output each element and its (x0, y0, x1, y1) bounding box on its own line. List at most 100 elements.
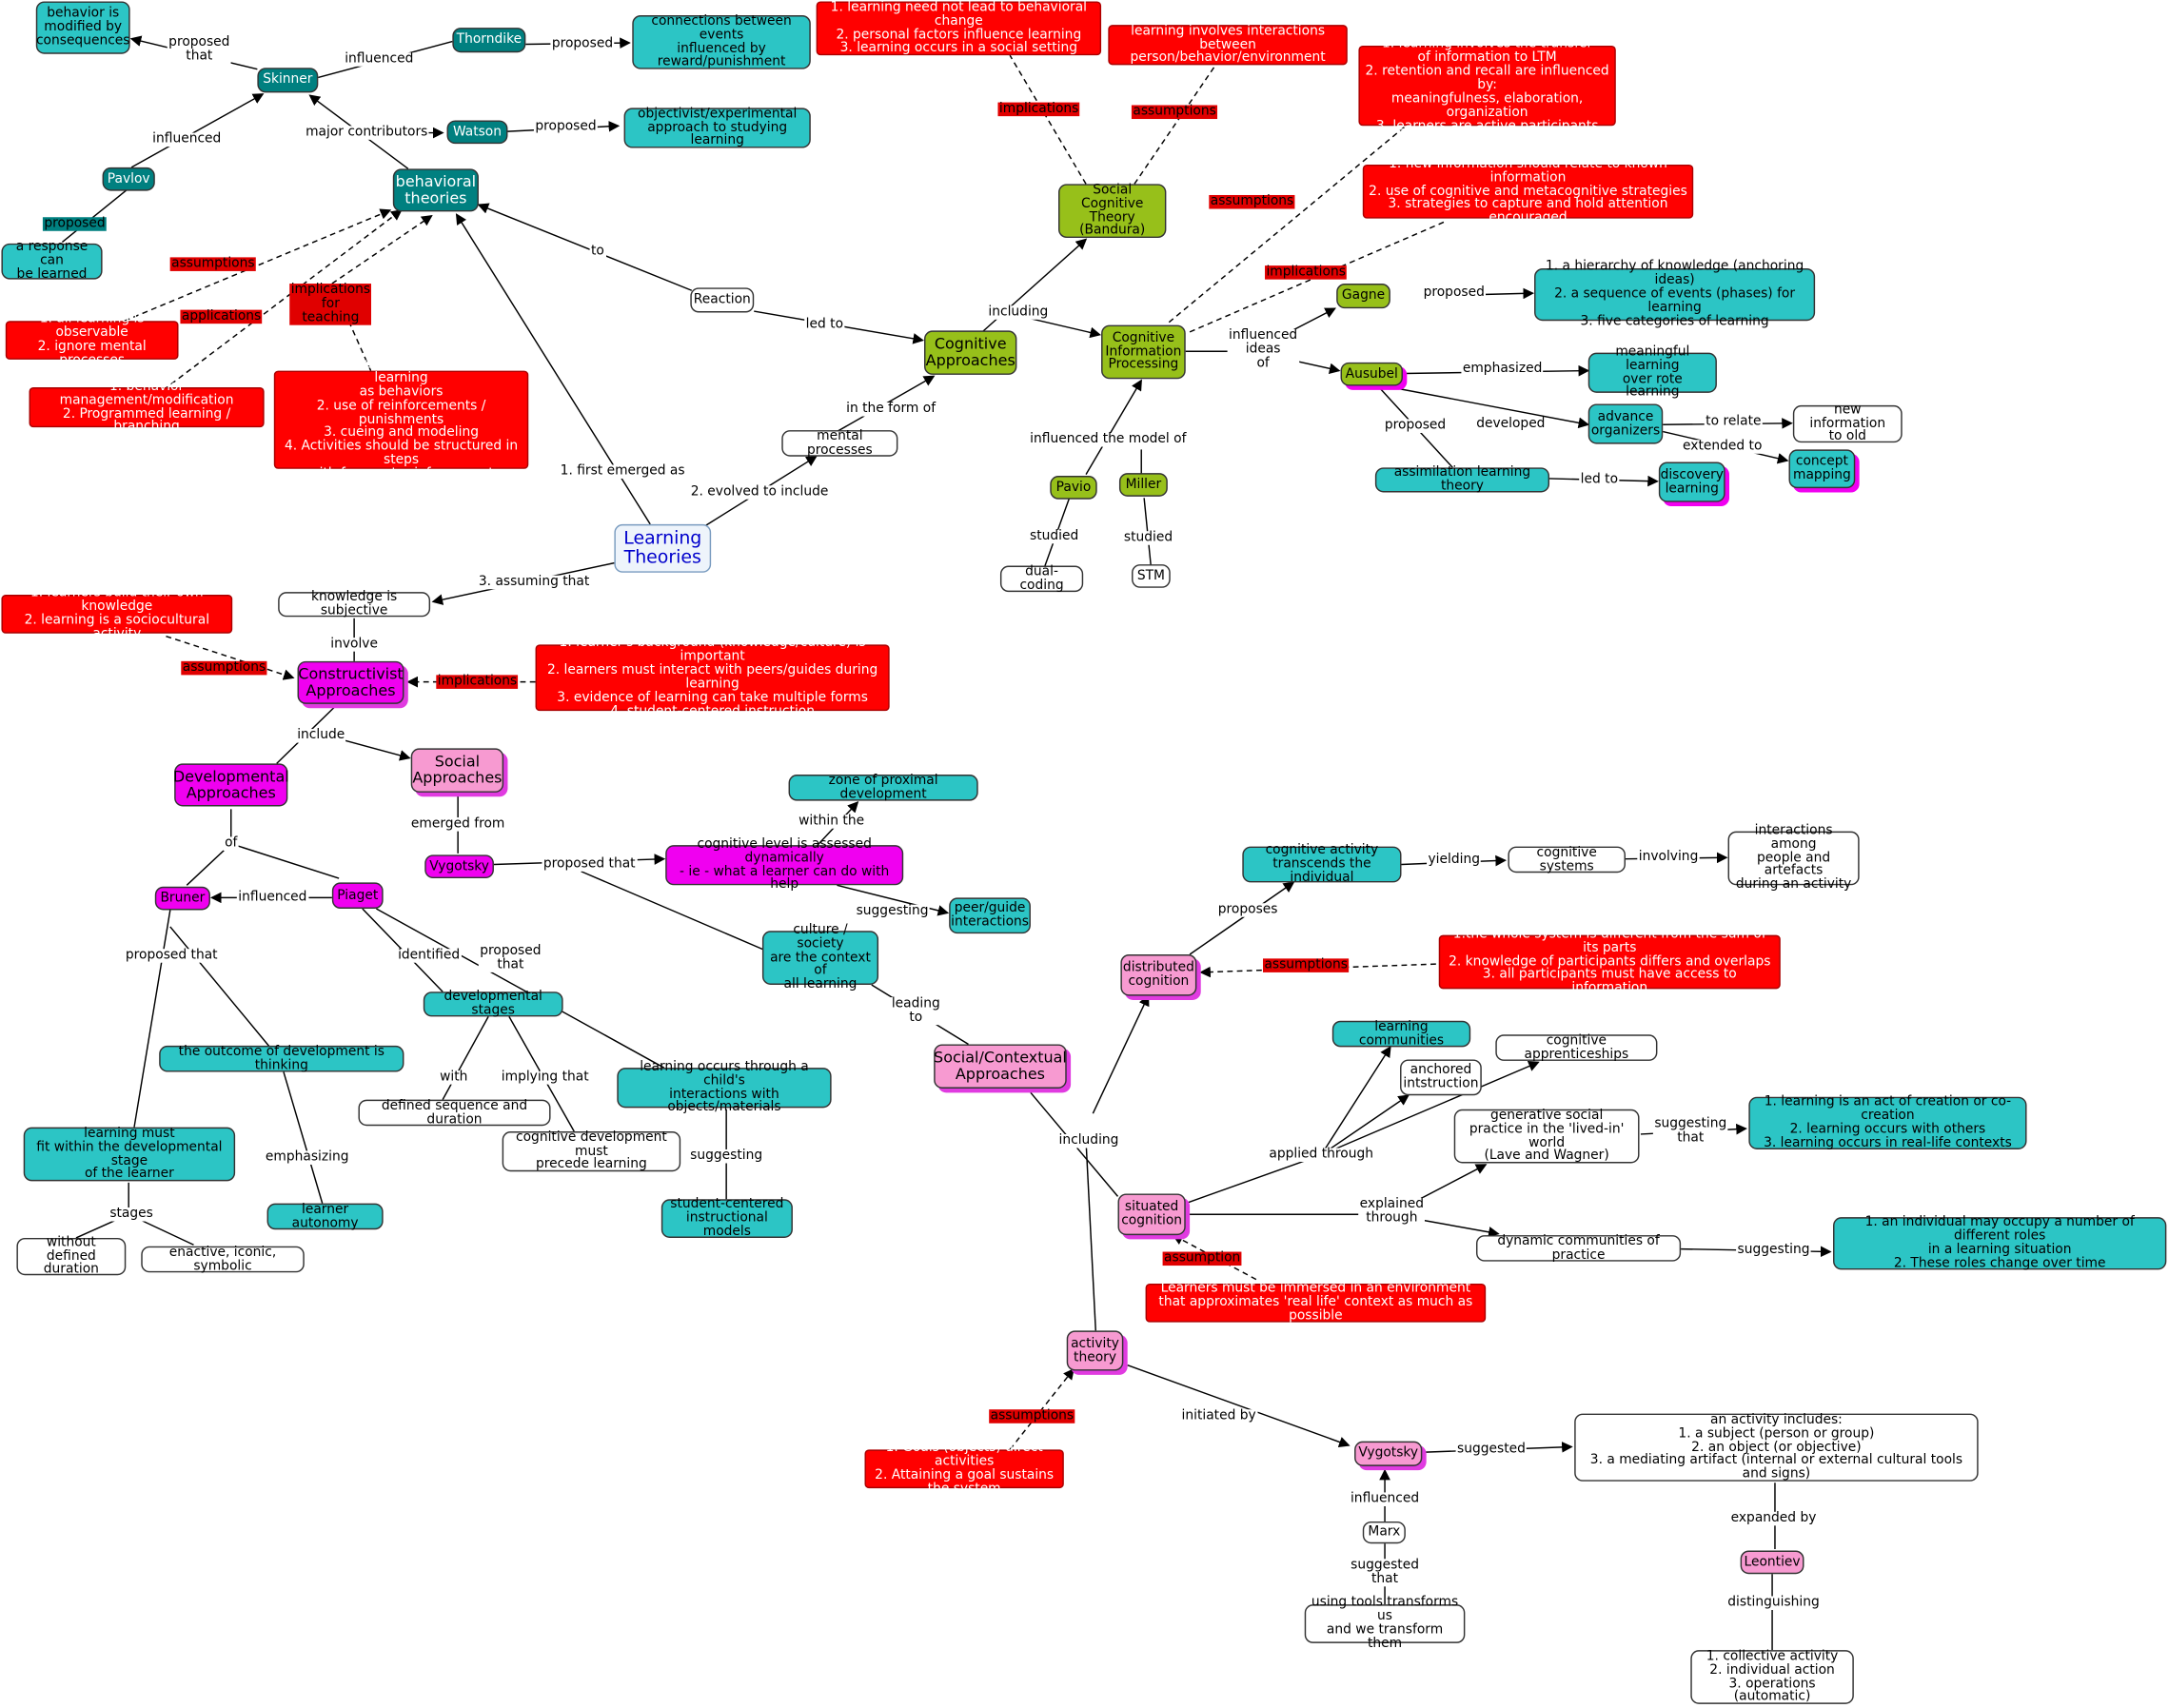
label-developed: developed (1474, 416, 1547, 432)
node-thorndike[interactable]: Thorndike (452, 28, 526, 53)
node-ausubel[interactable]: Ausubel (1340, 362, 1403, 386)
label-assumptions-cip: assumptions (1209, 193, 1295, 209)
label-evolved-to-include: 2. evolved to include (689, 483, 830, 500)
node-at-assumptions[interactable]: 1. Goals (objects) direct activities 2. … (864, 1441, 1064, 1496)
node-anchored-instruction[interactable]: anchored intstruction (1400, 1059, 1482, 1096)
node-advance-organizers[interactable]: advance organizers (1587, 403, 1664, 444)
node-dynamic-communities[interactable]: dynamic communities of practice (1475, 1234, 1682, 1262)
node-developmental[interactable]: Developmental Approaches (173, 763, 289, 807)
node-bruner[interactable]: Bruner (154, 886, 210, 911)
label-implying-that: implying that (500, 1069, 591, 1085)
node-activity-includes[interactable]: an activity includes: 1. a subject (pers… (1574, 1412, 1979, 1482)
label-with: with (438, 1069, 469, 1085)
node-skinner[interactable]: Skinner (257, 68, 319, 93)
node-con-implications[interactable]: 1. learner's background (knowledge/cultu… (535, 636, 890, 718)
node-cognitive-approaches[interactable]: Cognitive Approaches (924, 330, 1017, 375)
node-learning-theories[interactable]: Learning Theories (614, 523, 712, 573)
node-sc-assumption[interactable]: Learners must be immersed in an environm… (1145, 1282, 1487, 1323)
node-dual-coding[interactable]: dual-coding (999, 564, 1084, 593)
node-cip-implications[interactable]: 1. new information should relate to know… (1362, 156, 1694, 226)
node-vygotsky-2[interactable]: Vygotsky (1354, 1441, 1423, 1466)
node-constructivist[interactable]: Constructivist Approaches (297, 660, 404, 704)
node-piaget[interactable]: Piaget (331, 882, 384, 910)
node-social-contextual[interactable]: Social/Contextual Approaches (934, 1044, 1067, 1089)
node-knowledge-subjective[interactable]: knowledge is subjective (278, 590, 431, 618)
node-behavioral-theories[interactable]: behavioral theories (392, 168, 479, 212)
node-activity-theory[interactable]: activity theory (1066, 1330, 1124, 1371)
node-gagne-proposed[interactable]: 1. a hierarchy of knowledge (anchoring i… (1534, 260, 1816, 328)
node-outcome-thinking[interactable]: the outcome of development is thinking (159, 1045, 404, 1072)
node-mental-processes[interactable]: mental processes (781, 429, 898, 457)
node-watson[interactable]: Watson (446, 120, 508, 145)
label-assuming-that: 3. assuming that (477, 574, 591, 590)
node-learning-must-fit[interactable]: learning must fit within the development… (23, 1126, 236, 1182)
node-dc-assumptions[interactable]: 1.the whole system is different from the… (1438, 927, 1781, 996)
node-dc-transcends[interactable]: cognitive activity transcends the indivi… (1242, 843, 1402, 885)
node-generative-social[interactable]: generative social practice in the 'lived… (1453, 1108, 1640, 1164)
label-major-contributors: major contributors (304, 124, 429, 140)
label-suggesting-peer: suggesting (855, 903, 931, 919)
label-assumptions-con: assumptions (181, 659, 267, 676)
node-culture-society[interactable]: culture / society are the context of all… (761, 923, 879, 991)
node-response-learned[interactable]: a response can be learned (1, 240, 103, 282)
node-developmental-stages[interactable]: developmental stages (423, 990, 563, 1017)
node-collective-activity[interactable]: 1. collective activity 2. individual act… (1690, 1649, 1854, 1704)
node-student-centered-models[interactable]: student-centered instructional models (661, 1197, 793, 1239)
label-involve: involve (328, 636, 380, 652)
node-sct-assumptions[interactable]: learning involves interactions between p… (1108, 24, 1348, 66)
node-vygotsky-1[interactable]: Vygotsky (424, 854, 494, 879)
node-gagne[interactable]: Gagne (1336, 283, 1390, 309)
node-cip-assumptions[interactable]: 1. learning involves the transfer of inf… (1358, 37, 1616, 133)
label-proposed-watson: proposed (533, 119, 599, 135)
node-learning-child[interactable]: learning occurs through a child's intera… (617, 1060, 832, 1115)
label-proposed-that-piaget: proposed that (478, 943, 542, 972)
node-learner-autonomy[interactable]: learner autonomy (266, 1202, 384, 1230)
node-objectivist[interactable]: objectivist/experimental approach to stu… (623, 107, 811, 148)
node-cognitive-apprenticeships[interactable]: cognitive apprenticeships (1495, 1033, 1658, 1061)
label-proposed-that-vyg: proposed that (542, 855, 638, 872)
node-behav-implications[interactable]: 1. learners must demonstrate learning as… (273, 357, 529, 481)
node-assimilation[interactable]: assimilation learning theory (1374, 465, 1550, 493)
node-behavior-modified[interactable]: behavior is modified by consequences (35, 1, 130, 54)
node-defined-sequence[interactable]: defined sequence and duration (358, 1098, 551, 1127)
node-cognitive-systems[interactable]: cognitive systems (1508, 845, 1626, 874)
node-enactive[interactable]: enactive, iconic, symbolic (141, 1245, 305, 1273)
node-sct-implications[interactable]: 1. learning need not lead to behavioral … (816, 0, 1102, 56)
label-suggesting-roles: suggesting (1736, 1242, 1811, 1258)
node-behav-applications[interactable]: 1. behavior management/modification 2. P… (29, 379, 265, 434)
node-sc-suggesting[interactable]: 1. learning is an act of creation or co-… (1748, 1095, 2027, 1150)
node-pavlov[interactable]: Pavlov (102, 167, 155, 191)
node-social-cognitive[interactable]: Social Cognitive Theory (Bandura) (1058, 183, 1167, 239)
node-distributed-cognition[interactable]: distributed cognition (1120, 953, 1197, 996)
node-learning-communities[interactable]: learning communities (1331, 1019, 1471, 1048)
label-explained-through: explained through (1358, 1196, 1426, 1226)
node-concept-mapping[interactable]: concept mapping (1788, 449, 1856, 489)
label-assumptions-at: assumptions (989, 1407, 1075, 1423)
node-leontiev[interactable]: Leontiev (1740, 1550, 1804, 1575)
node-pavio[interactable]: Pavio (1050, 476, 1097, 500)
label-include: include (295, 727, 346, 743)
node-reaction[interactable]: Reaction (690, 287, 755, 313)
node-con-assumptions[interactable]: 1. learners build their own knowledge 2.… (1, 586, 233, 641)
node-stm[interactable]: STM (1132, 564, 1171, 588)
node-using-tools[interactable]: using tools transforms us and we transfo… (1304, 1596, 1466, 1651)
node-connections-events[interactable]: connections between events influenced by… (632, 14, 811, 69)
label-assumptions-sct: assumptions (1131, 104, 1218, 120)
node-individual-roles[interactable]: 1. an individual may occupy a number of … (1833, 1215, 2167, 1270)
node-meaningful-learning[interactable]: meaningful learning over rote learning (1587, 344, 1717, 400)
node-behav-assumptions[interactable]: 1. all learning is observable 2. ignore … (5, 312, 179, 367)
node-situated-cognition[interactable]: situated cognition (1117, 1193, 1186, 1236)
node-interactions-people[interactable]: interactions among people and artefacts … (1727, 823, 1860, 892)
node-cognitive-dev-must[interactable]: cognitive development must precede learn… (502, 1130, 681, 1172)
node-social-approaches[interactable]: Social Approaches (410, 748, 504, 793)
node-miller[interactable]: Miller (1118, 473, 1168, 497)
node-without-duration[interactable]: without defined duration (16, 1235, 127, 1277)
node-zpd[interactable]: zone of proximal development (788, 774, 978, 801)
node-cip[interactable]: Cognitive Information Processing (1101, 324, 1186, 380)
label-initiated-by: initiated by (1180, 1407, 1258, 1423)
node-cognitive-level[interactable]: cognitive level is assessed dynamically … (665, 837, 904, 893)
node-discovery-learning[interactable]: discovery learning (1658, 461, 1725, 502)
node-peer-guide[interactable]: peer/guide interactions (949, 897, 1031, 934)
node-marx[interactable]: Marx (1362, 1521, 1406, 1544)
node-new-info-old[interactable]: new information to old (1792, 402, 1903, 444)
